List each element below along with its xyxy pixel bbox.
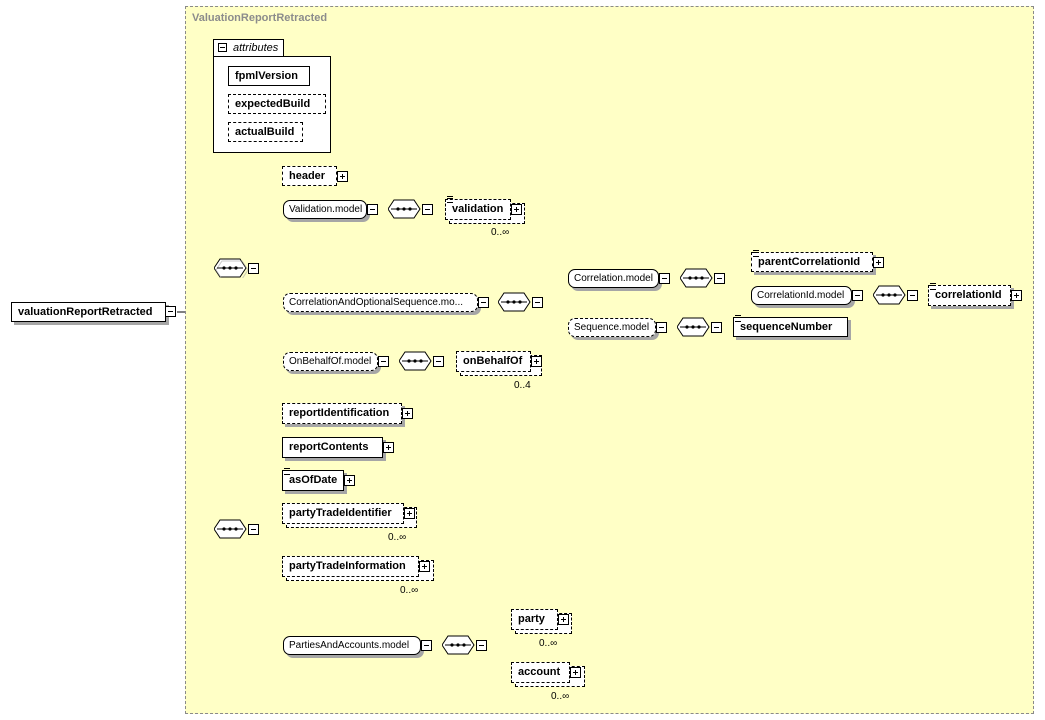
attribute-actual-build[interactable]: actualBuild xyxy=(228,122,303,142)
element-party-trade-identifier[interactable]: partyTradeIdentifier xyxy=(282,503,404,524)
collapse-icon[interactable] xyxy=(711,322,722,333)
documentation-icon xyxy=(753,250,759,257)
collapse-icon[interactable] xyxy=(478,297,489,308)
expand-icon[interactable] xyxy=(1011,290,1022,301)
collapse-icon[interactable] xyxy=(367,204,378,215)
sequence-compositor-icon xyxy=(677,317,710,337)
expand-icon[interactable] xyxy=(511,204,522,215)
element-parent-correlation-id[interactable]: parentCorrelationId xyxy=(751,252,873,272)
element-correlation-id[interactable]: correlationId xyxy=(928,285,1011,306)
collapse-icon[interactable] xyxy=(248,263,259,274)
group-on-behalf-of-model[interactable]: OnBehalfOf.model xyxy=(283,352,378,371)
element-report-contents[interactable]: reportContents xyxy=(282,437,383,458)
expand-icon[interactable] xyxy=(558,614,569,625)
sequence-compositor-icon xyxy=(214,258,249,278)
sequence-compositor-icon xyxy=(214,519,247,539)
attributes-tab[interactable]: attributes xyxy=(213,39,284,57)
collapse-icon[interactable] xyxy=(659,273,670,284)
element-as-of-date[interactable]: asOfDate xyxy=(282,470,344,491)
element-party[interactable]: party xyxy=(511,609,558,630)
element-validation[interactable]: validation xyxy=(445,199,511,220)
sequence-compositor-icon xyxy=(680,268,713,288)
collapse-icon[interactable] xyxy=(656,322,667,333)
expand-icon[interactable] xyxy=(570,667,581,678)
collapse-icon[interactable] xyxy=(714,273,725,284)
sequence-compositor-icon xyxy=(873,285,906,305)
collapse-icon[interactable] xyxy=(476,640,487,651)
occurrence-label: 0..4 xyxy=(514,380,531,391)
group-correlation-model[interactable]: Correlation.model xyxy=(568,269,659,288)
expand-icon[interactable] xyxy=(404,508,415,519)
occurrence-label: 0..∞ xyxy=(539,638,558,649)
documentation-icon xyxy=(447,196,453,203)
sequence-compositor-icon xyxy=(498,292,531,312)
collapse-icon[interactable] xyxy=(378,356,389,367)
type-title: ValuationReportRetracted xyxy=(192,12,328,24)
element-party-trade-information[interactable]: partyTradeInformation xyxy=(282,556,419,577)
collapse-icon[interactable] xyxy=(433,356,444,367)
attributes-label: attributes xyxy=(233,42,279,54)
collapse-icon[interactable] xyxy=(165,306,176,317)
occurrence-label: 0..∞ xyxy=(551,691,570,702)
group-parties-and-accounts-model[interactable]: PartiesAndAccounts.model xyxy=(283,636,421,655)
attribute-fpml-version[interactable]: fpmlVersion xyxy=(228,66,310,86)
expand-icon[interactable] xyxy=(402,408,413,419)
collapse-icon[interactable] xyxy=(907,290,918,301)
expand-icon[interactable] xyxy=(344,475,355,486)
occurrence-label: 0..∞ xyxy=(400,585,419,596)
element-on-behalf-of[interactable]: onBehalfOf xyxy=(456,351,531,372)
documentation-icon xyxy=(735,315,741,322)
group-correlation-id-model[interactable]: CorrelationId.model xyxy=(751,286,852,305)
group-sequence-model[interactable]: Sequence.model xyxy=(568,318,656,337)
element-account[interactable]: account xyxy=(511,662,570,683)
root-element[interactable]: valuationReportRetracted xyxy=(11,302,166,322)
sequence-compositor-icon xyxy=(442,635,475,655)
occurrence-label: 0..∞ xyxy=(388,532,407,543)
expand-icon[interactable] xyxy=(383,442,394,453)
element-header[interactable]: header xyxy=(282,166,337,186)
sequence-compositor-icon xyxy=(399,351,432,371)
sequence-compositor-icon xyxy=(388,199,421,219)
occurrence-label: 0..∞ xyxy=(491,227,510,238)
expand-icon[interactable] xyxy=(419,561,430,572)
element-report-identification[interactable]: reportIdentification xyxy=(282,403,402,424)
group-validation-model[interactable]: Validation.model xyxy=(283,200,367,219)
documentation-icon xyxy=(284,468,290,475)
collapse-icon[interactable] xyxy=(422,204,433,215)
expand-icon[interactable] xyxy=(873,257,884,268)
documentation-icon xyxy=(930,283,936,290)
collapse-icon[interactable] xyxy=(852,290,863,301)
collapse-icon[interactable] xyxy=(532,297,543,308)
element-sequence-number[interactable]: sequenceNumber xyxy=(733,317,848,337)
attribute-expected-build[interactable]: expectedBuild xyxy=(228,94,326,114)
expand-icon[interactable] xyxy=(337,171,348,182)
collapse-icon[interactable] xyxy=(421,640,432,651)
expand-icon[interactable] xyxy=(531,356,542,367)
collapse-icon[interactable] xyxy=(248,524,259,535)
collapse-icon[interactable] xyxy=(218,43,227,52)
group-correlation-and-optional-sequence[interactable]: CorrelationAndOptionalSequence.mo... xyxy=(283,293,478,312)
